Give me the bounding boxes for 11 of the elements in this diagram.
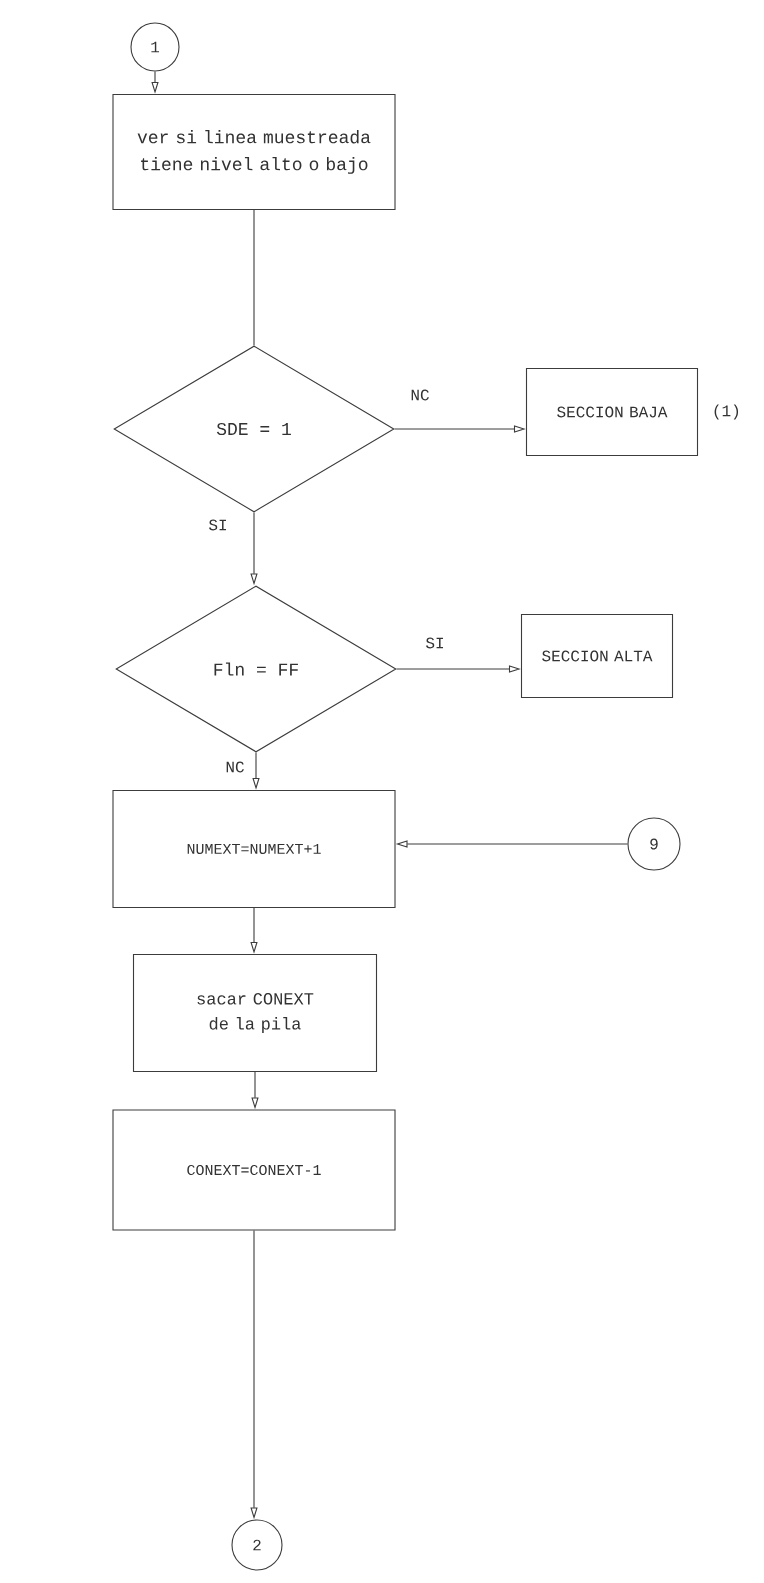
process-box: ver si linea muestreada tiene nivel alto o bajo [112, 93, 396, 211]
process-box: sacar CONEXT de la pila [132, 953, 378, 1073]
edge-label: SI [209, 519, 226, 531]
process-box: CONEXT=CONEXT-1 [112, 1109, 396, 1231]
edge-label: NC [411, 389, 429, 401]
process-box: NUMEXT=NUMEXT+1 [112, 789, 396, 909]
edge-label: NC [226, 761, 244, 773]
note-label: (1) [714, 404, 739, 420]
process-box: SECCION BAJA [525, 367, 699, 457]
edge-label: SI [426, 637, 443, 649]
process-box: SECCION ALTA [520, 613, 674, 699]
